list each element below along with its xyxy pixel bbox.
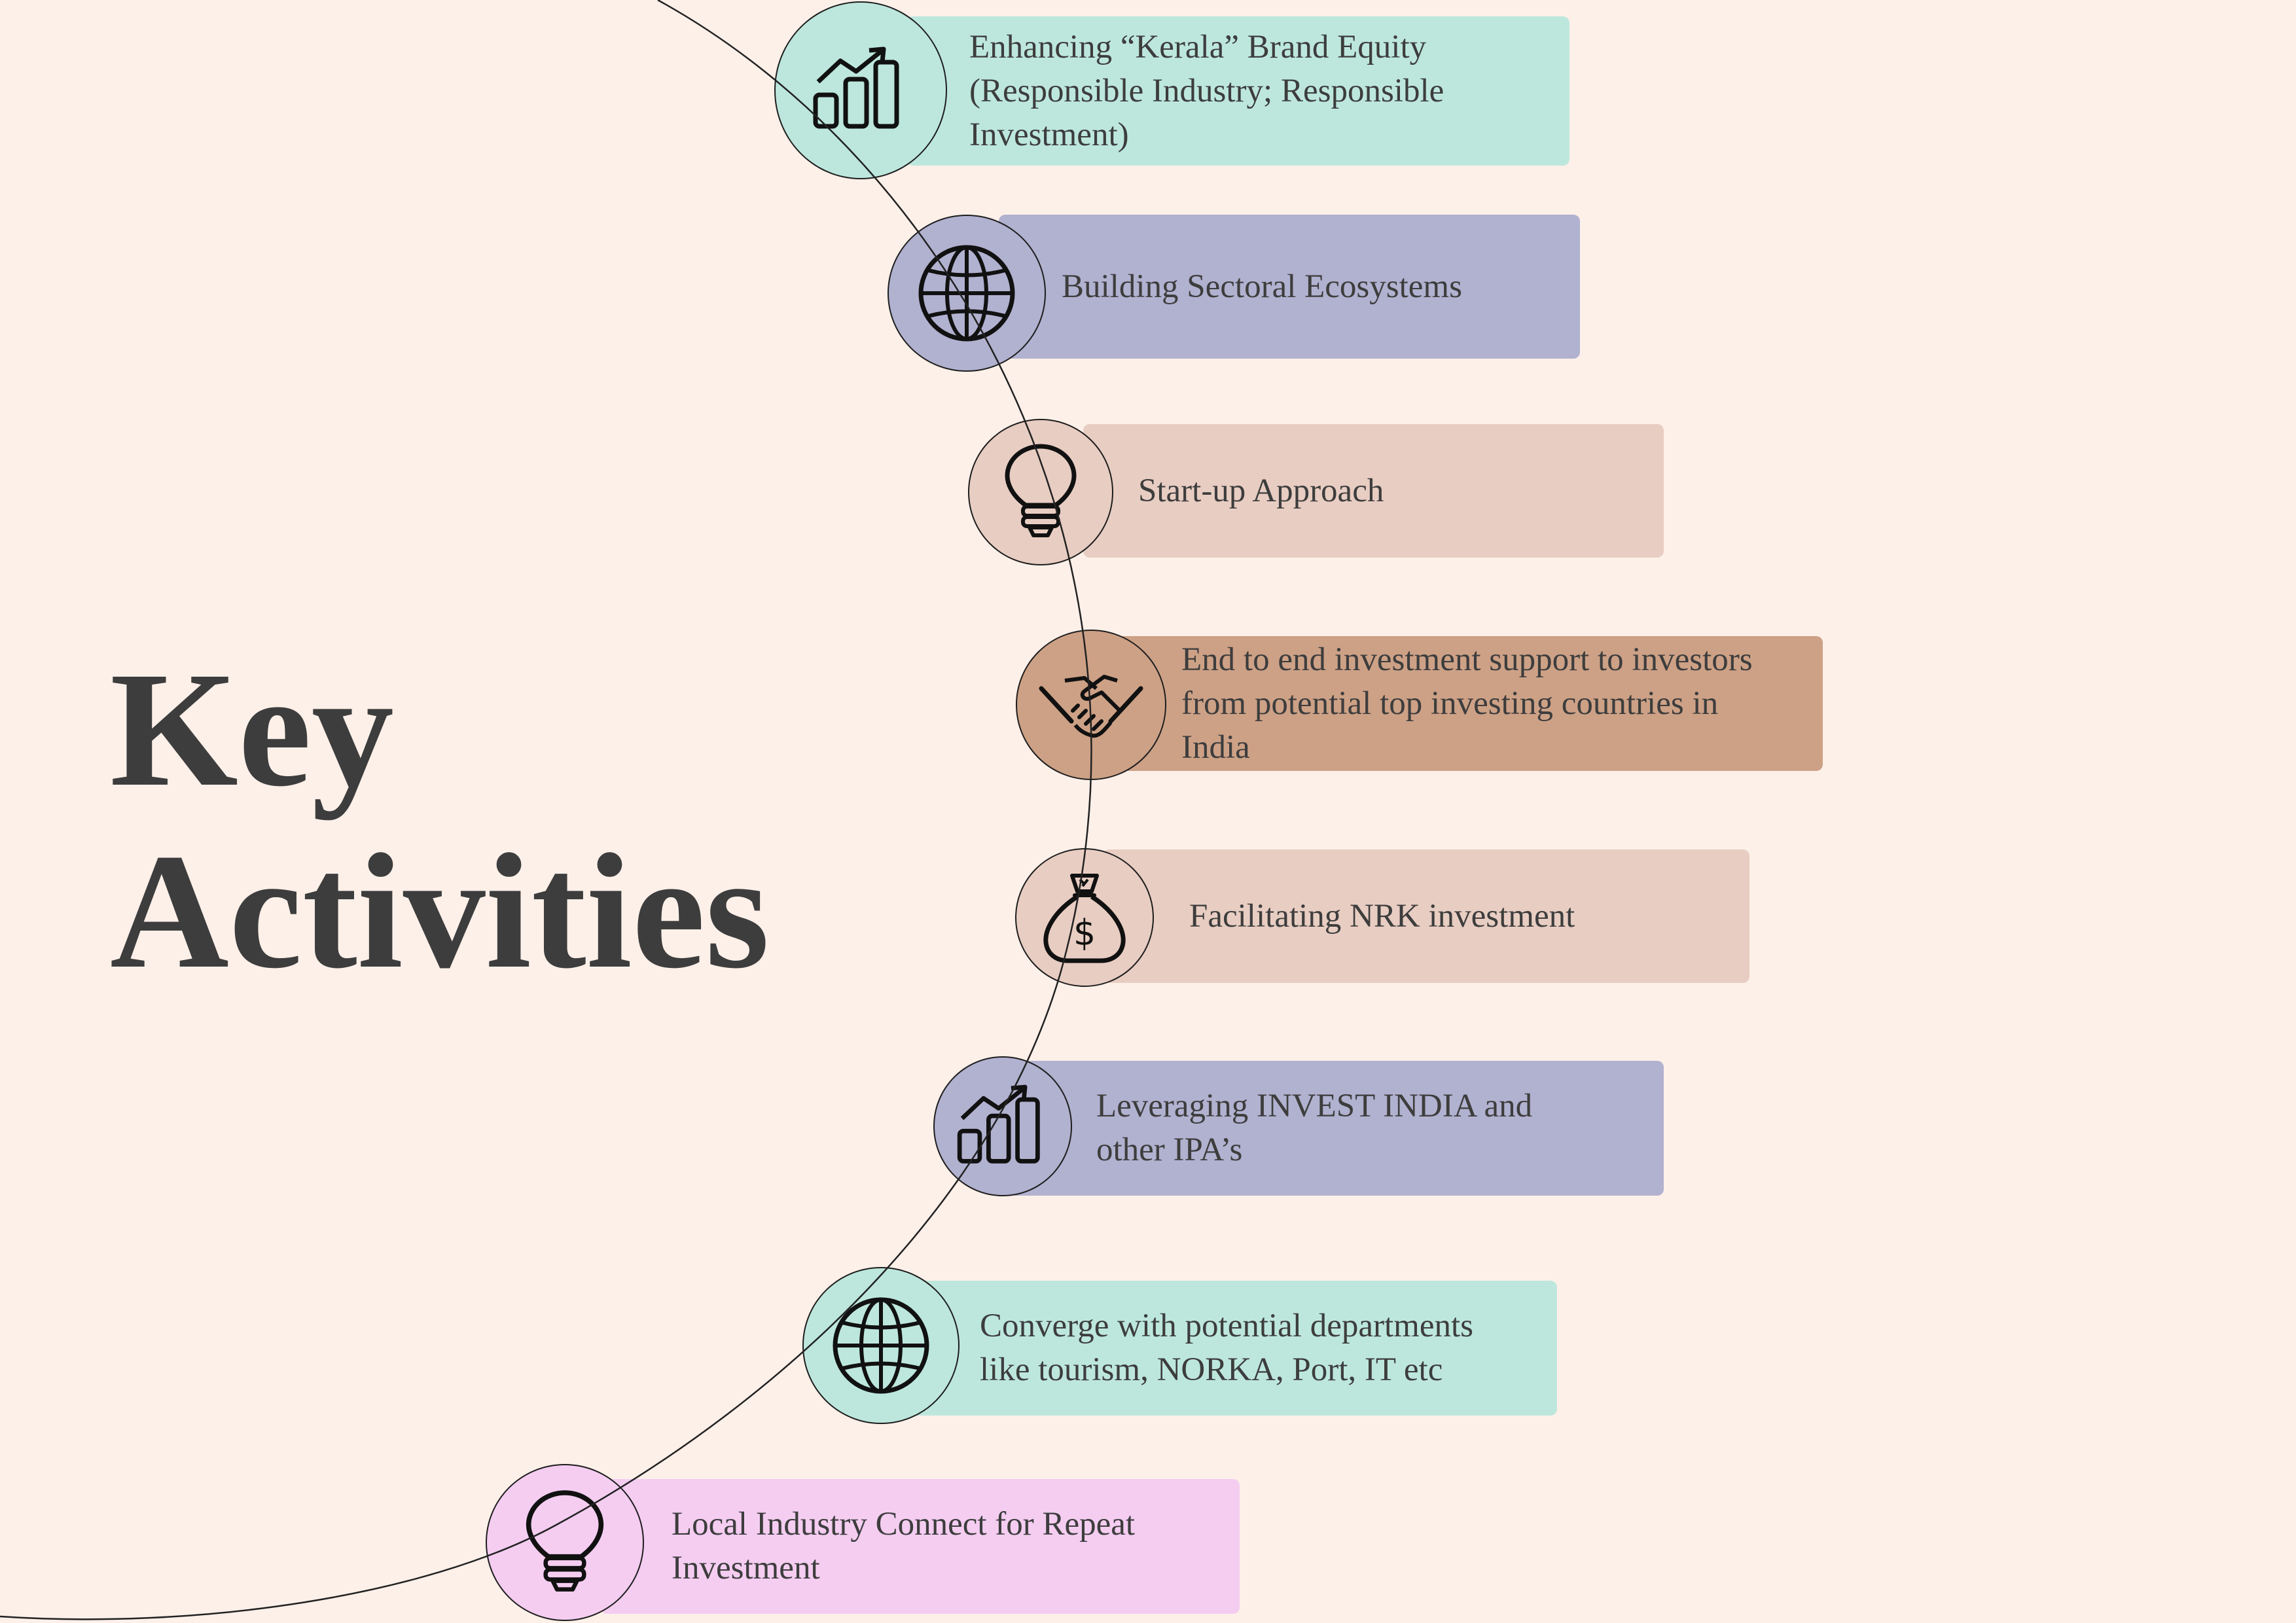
activity-label: Start-up Approach xyxy=(1138,472,1384,509)
activity-label: Facilitating NRK investment xyxy=(1189,897,1575,935)
activity-label: End to end investment support to investo… xyxy=(1181,641,1753,766)
activity-icon-circle xyxy=(933,1056,1072,1196)
activity-label: Enhancing “Kerala” Brand Equity (Respons… xyxy=(969,28,1444,153)
activity-bar: Local Industry Connect for Repeat Invest… xyxy=(601,1479,1240,1614)
money-bag-icon: $ xyxy=(1043,874,1126,963)
activity-icon-circle xyxy=(1016,630,1166,780)
growth-chart-icon xyxy=(813,46,899,129)
growth-chart-icon xyxy=(957,1084,1040,1164)
activity-icon-circle xyxy=(774,1,947,179)
activity-label: Leveraging INVEST INDIA and other IPA’s xyxy=(1096,1088,1533,1168)
activity-bar: Converge with potential departments like… xyxy=(878,1281,1557,1416)
activity-label: Converge with potential departments like… xyxy=(980,1308,1473,1388)
svg-text:$: $ xyxy=(1073,912,1096,954)
activity-icon-circle xyxy=(968,419,1113,565)
activity-label: Local Industry Connect for Repeat Invest… xyxy=(672,1506,1136,1586)
globe-icon xyxy=(918,245,1015,342)
activity-icon-circle: $ xyxy=(1015,848,1154,987)
globe-icon xyxy=(833,1297,929,1394)
title-line-2: Activities xyxy=(110,819,770,1003)
activity-bar: Facilitating NRK investment xyxy=(1103,849,1749,983)
page-title: Key Activities xyxy=(110,638,770,1002)
activity-bar: Leveraging INVEST INDIA and other IPA’s xyxy=(1010,1061,1664,1196)
handshake-icon xyxy=(1039,665,1143,738)
activity-label: Building Sectoral Ecosystems xyxy=(1062,268,1462,305)
activity-bar: Start-up Approach xyxy=(1083,424,1664,558)
activity-icon-circle xyxy=(802,1267,960,1424)
activity-bar: Enhancing “Kerala” Brand Equity (Respons… xyxy=(906,16,1570,166)
activity-icon-circle xyxy=(888,215,1046,372)
activity-bar: End to end investment support to investo… xyxy=(1103,636,1823,771)
lightbulb-icon xyxy=(1005,444,1077,537)
activity-bar: Building Sectoral Ecosystems xyxy=(999,215,1580,359)
activity-icon-circle xyxy=(486,1464,644,1621)
lightbulb-icon xyxy=(526,1490,604,1592)
title-line-1: Key xyxy=(110,637,394,821)
